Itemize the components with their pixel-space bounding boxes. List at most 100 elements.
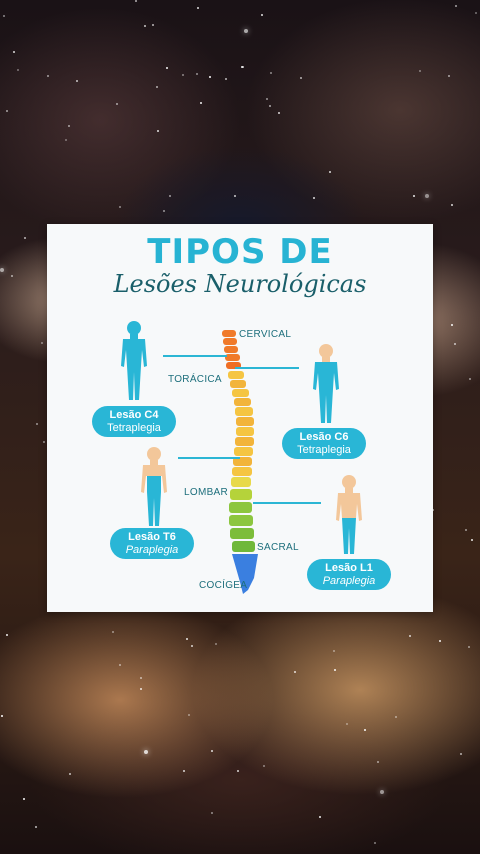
star [196,73,198,75]
star [211,750,213,752]
star [313,197,315,199]
star [374,842,376,844]
infographic-card: TIPOS DE Lesões Neurológicas [47,224,433,612]
lumbar-vertebrae [229,489,255,552]
star [116,103,118,105]
star [334,669,336,671]
star [319,816,321,818]
star [6,110,8,112]
star [455,5,457,7]
star [11,275,13,277]
star [157,130,159,132]
poster-title: TIPOS DE [147,232,333,272]
star [68,125,70,127]
star [156,86,158,88]
star [24,237,26,239]
star [169,195,171,197]
star [448,75,450,77]
star [425,194,429,198]
star [197,7,199,9]
star [65,139,67,141]
star [460,753,462,755]
star [200,102,202,104]
star [135,0,137,2]
star [242,66,244,68]
star [36,423,38,425]
lesion-name: Lesão C4 [109,409,159,421]
star [465,529,467,531]
star [432,509,434,511]
star [266,98,268,100]
lesion-type: Paraplegia [125,544,179,556]
leader-c4 [163,355,227,357]
star [186,638,188,640]
star [269,105,271,107]
star [409,635,411,637]
lesion-type: Tetraplegia [107,422,161,434]
star [3,15,5,17]
star [469,378,471,380]
star [140,688,142,690]
poster-subtitle: Lesões Neurológicas [113,270,367,298]
star [183,770,185,772]
star [237,770,239,772]
star [451,324,453,326]
human-figure-l1 [336,475,362,554]
star [244,29,248,33]
star [188,714,190,716]
star [225,78,227,80]
spine-illustration [222,330,258,594]
star [419,70,421,72]
star [140,677,142,679]
star [454,343,456,345]
star [152,24,154,26]
cervical-vertebrae [222,330,241,369]
star [6,634,8,636]
star [278,112,280,114]
star [144,750,148,754]
star [76,80,78,82]
star [234,195,236,197]
lesion-badge-c6: Lesão C6 Tetraplegia [282,428,366,459]
star [329,171,331,173]
star [112,631,114,633]
star [413,195,415,197]
star [144,25,146,27]
label-lombar: LOMBAR [184,487,229,498]
star [475,12,477,14]
star [215,643,217,645]
star [13,51,15,53]
star [333,650,335,652]
star [43,441,45,443]
star [47,75,49,77]
lesion-type: Tetraplegia [297,444,351,456]
star [23,798,25,800]
star [377,761,379,763]
sacrum-coccyx [232,554,258,594]
lesion-badge-l1: Lesão L1 Paraplegia [307,559,391,590]
star [17,69,19,71]
star [211,812,213,814]
lesion-badge-c4: Lesão C4 Tetraplegia [92,406,176,437]
star [270,72,272,74]
star [119,664,121,666]
lesion-name: Lesão L1 [325,562,373,574]
label-sacral: SACRAL [257,542,299,553]
human-figure-t6 [141,447,167,526]
star [1,715,3,717]
leader-t6 [178,457,240,459]
star [471,539,473,541]
thoracic-vertebrae [228,371,254,487]
star [191,645,193,647]
star [182,74,184,76]
star [35,826,37,828]
leader-l1 [253,502,321,504]
star [166,67,168,69]
star [163,210,165,212]
leader-c6 [235,367,299,369]
star [439,640,441,642]
star [263,765,265,767]
star [294,671,296,673]
label-cervical: CERVICAL [239,329,292,340]
star [451,204,453,206]
